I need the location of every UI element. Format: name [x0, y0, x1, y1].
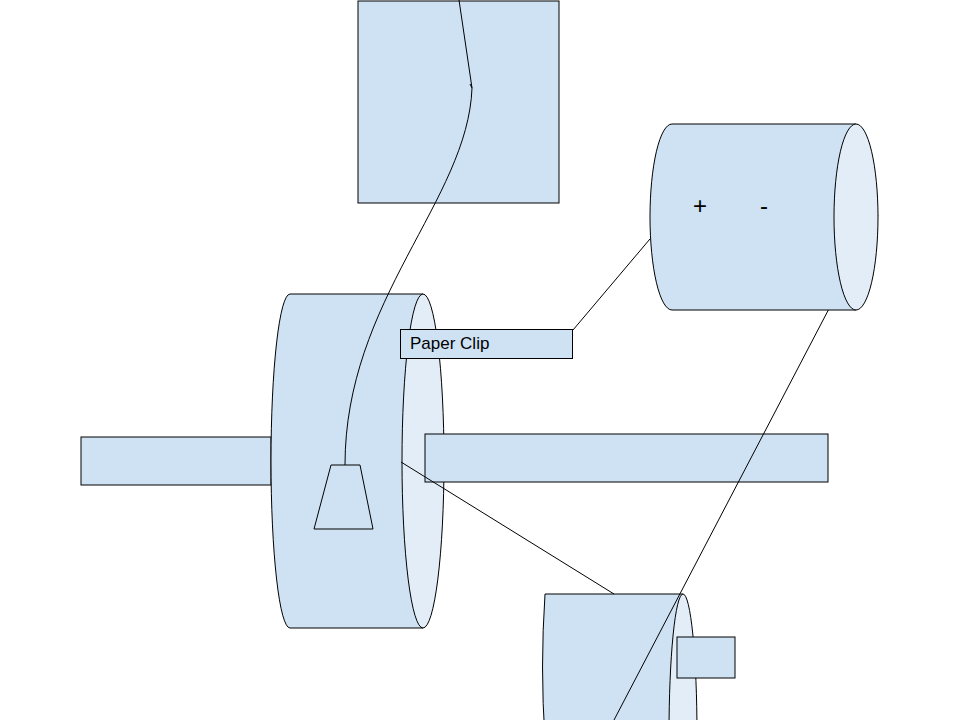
coil-wire: [345, 0, 472, 465]
battery-body: [650, 124, 856, 310]
terminal-sign: +: [693, 192, 707, 220]
battery-cell: +-: [650, 124, 878, 310]
left-shaft: [81, 437, 271, 485]
connector-wire: [573, 239, 650, 330]
terminal-sign: -: [760, 192, 768, 220]
part-label: Paper Clip: [410, 334, 489, 354]
paper-clip-box: Paper Clip: [400, 329, 573, 359]
wire: [401, 462, 614, 594]
weight-block: [314, 465, 373, 529]
small-motor: [543, 594, 683, 720]
small-motor-shaft: [677, 637, 735, 678]
battery-end: [834, 124, 878, 310]
magnet-block: [358, 1, 559, 203]
right-shaft: [425, 434, 828, 482]
